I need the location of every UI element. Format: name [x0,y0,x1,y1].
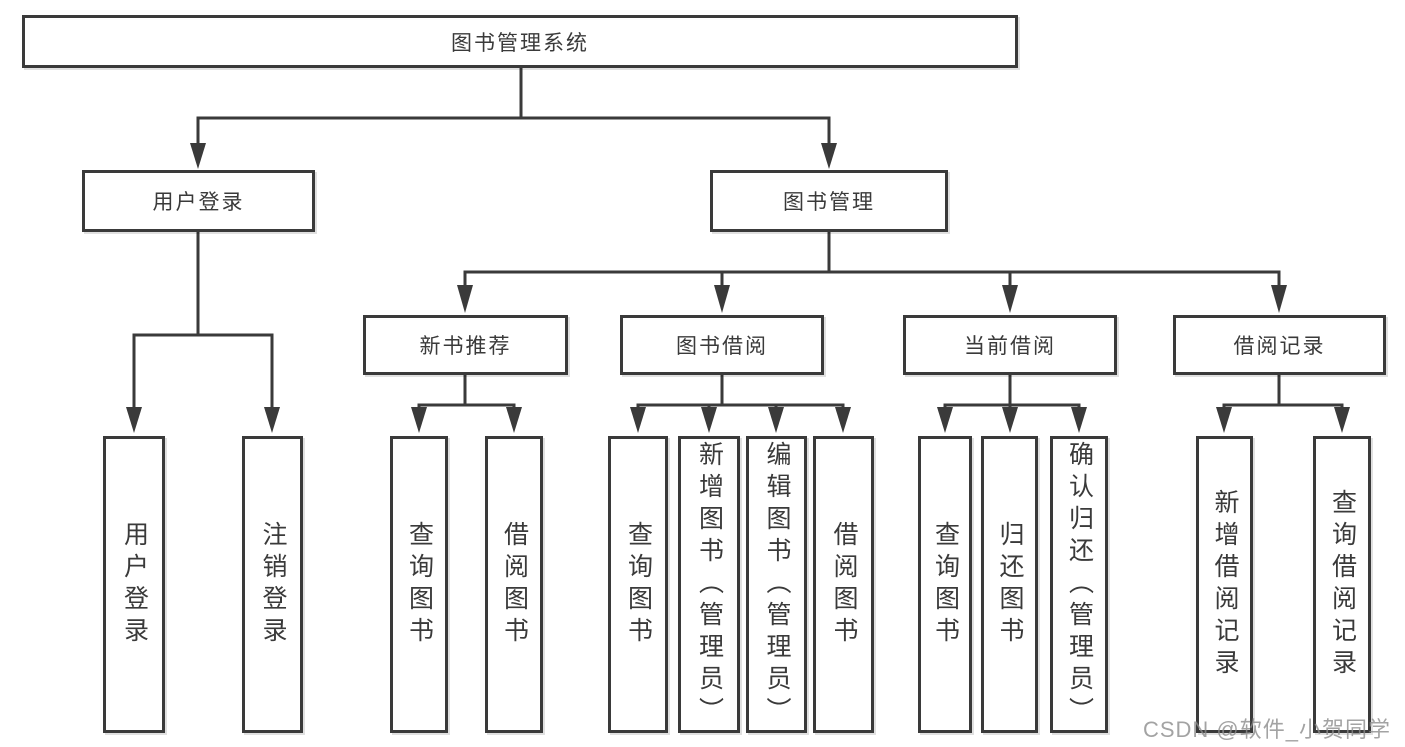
node-label: 当前借阅 [964,335,1056,358]
node-new-book-recommend: 新书推荐 [363,315,568,375]
node-label: 新增借阅记录 [1211,488,1239,681]
node-user-login-module: 用户登录 [82,170,315,232]
node-label: 图书管理 [783,191,875,214]
leaf-query-borrow-record: 查询借阅记录 [1313,436,1371,733]
node-label: 查询借阅记录 [1328,488,1357,681]
node-label: 新书推荐 [419,335,512,358]
leaf-borrow-books-recommend: 借阅图书 [485,436,543,733]
arrowheads [126,143,1350,433]
csdn-watermark: CSDN @软件_小贺同学 [1142,717,1391,742]
leaf-query-books-recommend: 查询图书 [390,436,448,733]
node-book-borrowing: 图书借阅 [620,315,824,375]
leaf-add-books-admin: 新增图书（管理员） [678,436,740,733]
node-borrowing-records: 借阅记录 [1173,315,1386,375]
node-label: 查询图书 [624,520,653,649]
leaf-query-books-current: 查询图书 [918,436,972,733]
node-label: 图书借阅 [676,335,768,358]
node-label: 图书管理系统 [451,31,589,55]
node-label: 归还图书 [996,520,1024,649]
node-label: 借阅图书 [830,520,858,649]
node-label: 查询图书 [405,520,434,649]
leaf-add-borrow-record: 新增借阅记录 [1196,436,1253,733]
node-label: 注销登录 [259,520,287,649]
leaf-borrow-books: 借阅图书 [813,436,874,733]
node-book-management-module: 图书管理 [710,170,948,232]
node-label: 用户登录 [120,520,149,649]
leaf-return-books: 归还图书 [981,436,1038,733]
leaf-logout: 注销登录 [242,436,303,733]
node-label: 确认归还（管理员） [1065,440,1094,729]
node-label: 借阅图书 [500,520,529,649]
leaf-confirm-return-admin: 确认归还（管理员） [1050,436,1108,733]
node-label: 借阅记录 [1233,335,1326,358]
node-label: 编辑图书（管理员） [763,440,791,729]
node-library-system: 图书管理系统 [22,15,1018,68]
leaf-user-login: 用户登录 [103,436,165,733]
node-label: 新增图书（管理员） [695,440,724,729]
node-label: 查询图书 [931,520,960,649]
node-label: 用户登录 [152,191,245,214]
leaf-edit-books-admin: 编辑图书（管理员） [746,436,807,733]
node-current-borrowing: 当前借阅 [903,315,1117,375]
leaf-query-books-borrow: 查询图书 [608,436,668,733]
